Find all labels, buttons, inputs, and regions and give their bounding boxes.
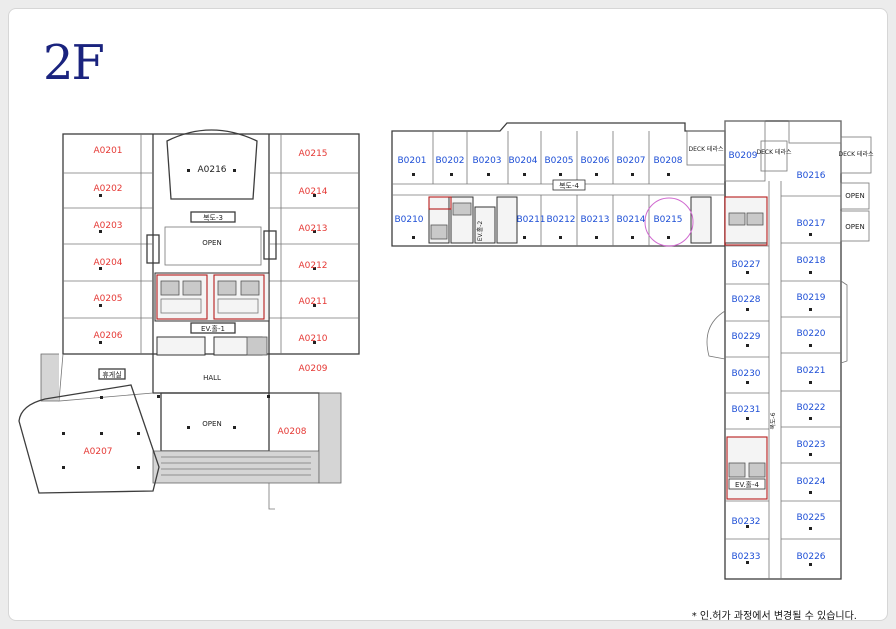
a0216-lobby-outline	[166, 129, 258, 200]
zone-b-top-wing	[391, 122, 726, 247]
unit-label: A0207	[83, 447, 112, 457]
unit-label: A0210	[298, 334, 327, 344]
unit-label: B0202	[435, 156, 464, 166]
unit-label: B0228	[731, 295, 760, 305]
floor-plan-panel: 2F	[8, 8, 888, 621]
unit-label: B0206	[580, 156, 609, 166]
unit-label: B0216	[796, 171, 825, 181]
unit-label: B0211	[516, 215, 545, 225]
unit-label: A0202	[93, 184, 122, 194]
unit-label: B0208	[653, 156, 682, 166]
unit-label: B0204	[508, 156, 537, 166]
unit-label: B0205	[544, 156, 573, 166]
corridor-label: 복도-4	[559, 182, 579, 190]
a0207-outline	[18, 384, 160, 494]
corridor-label: 복도-6	[770, 412, 777, 429]
unit-label: B0219	[796, 293, 825, 303]
unit-label: A0214	[298, 187, 327, 197]
open-label: OPEN	[202, 239, 221, 247]
open-label: OPEN	[845, 223, 864, 231]
unit-label: A0208	[277, 427, 306, 437]
unit-label: B0221	[796, 366, 825, 376]
unit-label: B0231	[731, 405, 760, 415]
unit-label: B0220	[796, 329, 825, 339]
unit-label: A0204	[93, 258, 122, 268]
unit-label: B0225	[796, 513, 825, 523]
deck-label: DECK 테라스	[838, 150, 873, 158]
unit-label: B0214	[616, 215, 645, 225]
unit-label: A0205	[93, 294, 122, 304]
unit-label: A0209	[298, 364, 327, 374]
unit-label: B0218	[796, 256, 825, 266]
unit-label: B0213	[580, 215, 609, 225]
unit-label: A0206	[93, 331, 122, 341]
unit-label: B0210	[394, 215, 423, 225]
zone-a: A0201 A0202 A0203 A0204 A0205 A0206 A020…	[18, 129, 360, 510]
corridor-label: 복도-3	[203, 214, 223, 222]
footnote: * 인.허가 과정에서 변경될 수 있습니다.	[691, 611, 857, 621]
unit-label: A0215	[298, 149, 327, 159]
unit-label: B0209	[728, 151, 757, 161]
deck-label: DECK 테라스	[756, 148, 791, 156]
ev-hall-label: EV.홀-1	[201, 324, 225, 333]
unit-label: B0203	[472, 156, 501, 166]
unit-label: B0227	[731, 260, 760, 270]
zone-b: 복도-4 EV.홀-2 복도-6 EV.홀-4 DECK 테라스 DECK 테라…	[391, 120, 874, 580]
unit-label: B0212	[546, 215, 575, 225]
floor-plan: A0201 A0202 A0203 A0204 A0205 A0206 A020…	[18, 120, 874, 580]
unit-label: B0222	[796, 403, 825, 413]
ev-hall-label: EV.홀-2	[476, 221, 484, 242]
unit-label: B0207	[616, 156, 645, 166]
open-label: OPEN	[202, 420, 221, 428]
unit-label: A0216	[197, 165, 226, 175]
unit-label: B0230	[731, 369, 760, 379]
unit-label: B0201	[397, 156, 426, 166]
unit-label: A0201	[93, 146, 122, 156]
ev-hall-label: EV.홀-4	[735, 480, 760, 489]
zone-b-vertical-wing	[724, 120, 842, 580]
open-label: OPEN	[845, 192, 864, 200]
floor-title: 2F	[43, 35, 105, 91]
unit-label: A0203	[93, 221, 122, 231]
lounge-label: 휴게실	[102, 370, 121, 379]
unit-label: A0212	[298, 261, 327, 271]
deck-label: DECK 테라스	[688, 145, 723, 153]
unit-label: A0213	[298, 224, 327, 234]
unit-label: B0217	[796, 219, 825, 229]
unit-label: B0232	[731, 517, 760, 527]
unit-label: B0229	[731, 332, 760, 342]
unit-label: B0215	[653, 215, 682, 225]
unit-label: B0226	[796, 552, 825, 562]
unit-label: A0211	[298, 297, 327, 307]
unit-label: B0233	[731, 552, 760, 562]
hall-label: HALL	[203, 374, 221, 382]
unit-label: B0223	[796, 440, 825, 450]
unit-label: B0224	[796, 477, 825, 487]
